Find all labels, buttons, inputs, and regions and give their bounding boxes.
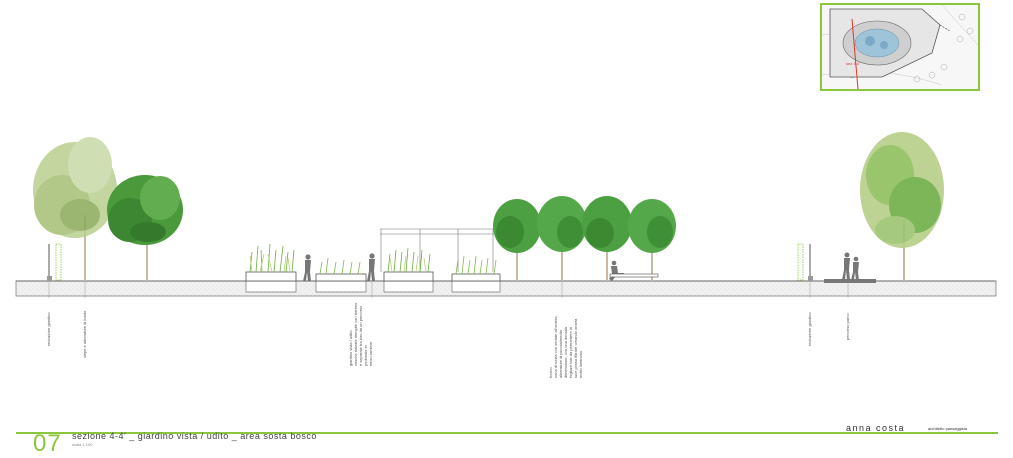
section-marker-label: sez 4-4' [846,61,860,66]
tree-row-bosco [493,196,676,253]
sheet-number: 07 [33,430,62,457]
tree-left-background [33,137,117,238]
label-park-path: percorso parco [845,313,850,340]
sheet-title: sezione 4-4' _ giardino vista / udito _ … [72,431,317,441]
pergola [380,228,494,272]
fence-right [797,243,813,281]
ground-section [15,280,997,297]
fence-left [47,243,62,281]
raised-planters [245,271,501,282]
author-subtitle: architetto paesaggista [928,426,968,431]
footer-rule [16,432,998,434]
label-bosco-rest-area: bosco zona di sosta con sedute all'ombra… [548,315,583,378]
section-cut-line [851,18,859,89]
author-name: anna costa [846,423,906,433]
label-fence-left: recinzione giardino [46,312,51,346]
tree-left-foreground [107,175,183,245]
bench [609,273,659,278]
annotation-leaders [48,282,849,298]
label-sensory-garden: giardino vista / udito vasche rialzate r… [348,302,373,366]
key-plan: sez 4-4' [820,3,980,91]
tree-right [860,132,944,248]
park-path-paving [824,279,876,283]
grasses [249,243,497,275]
label-fence-right: recinzione giardino [807,312,812,346]
sheet-scale: scala 1:100 [72,442,93,447]
label-hedge-background-trees: siepe e alberature di fondo [82,310,87,358]
